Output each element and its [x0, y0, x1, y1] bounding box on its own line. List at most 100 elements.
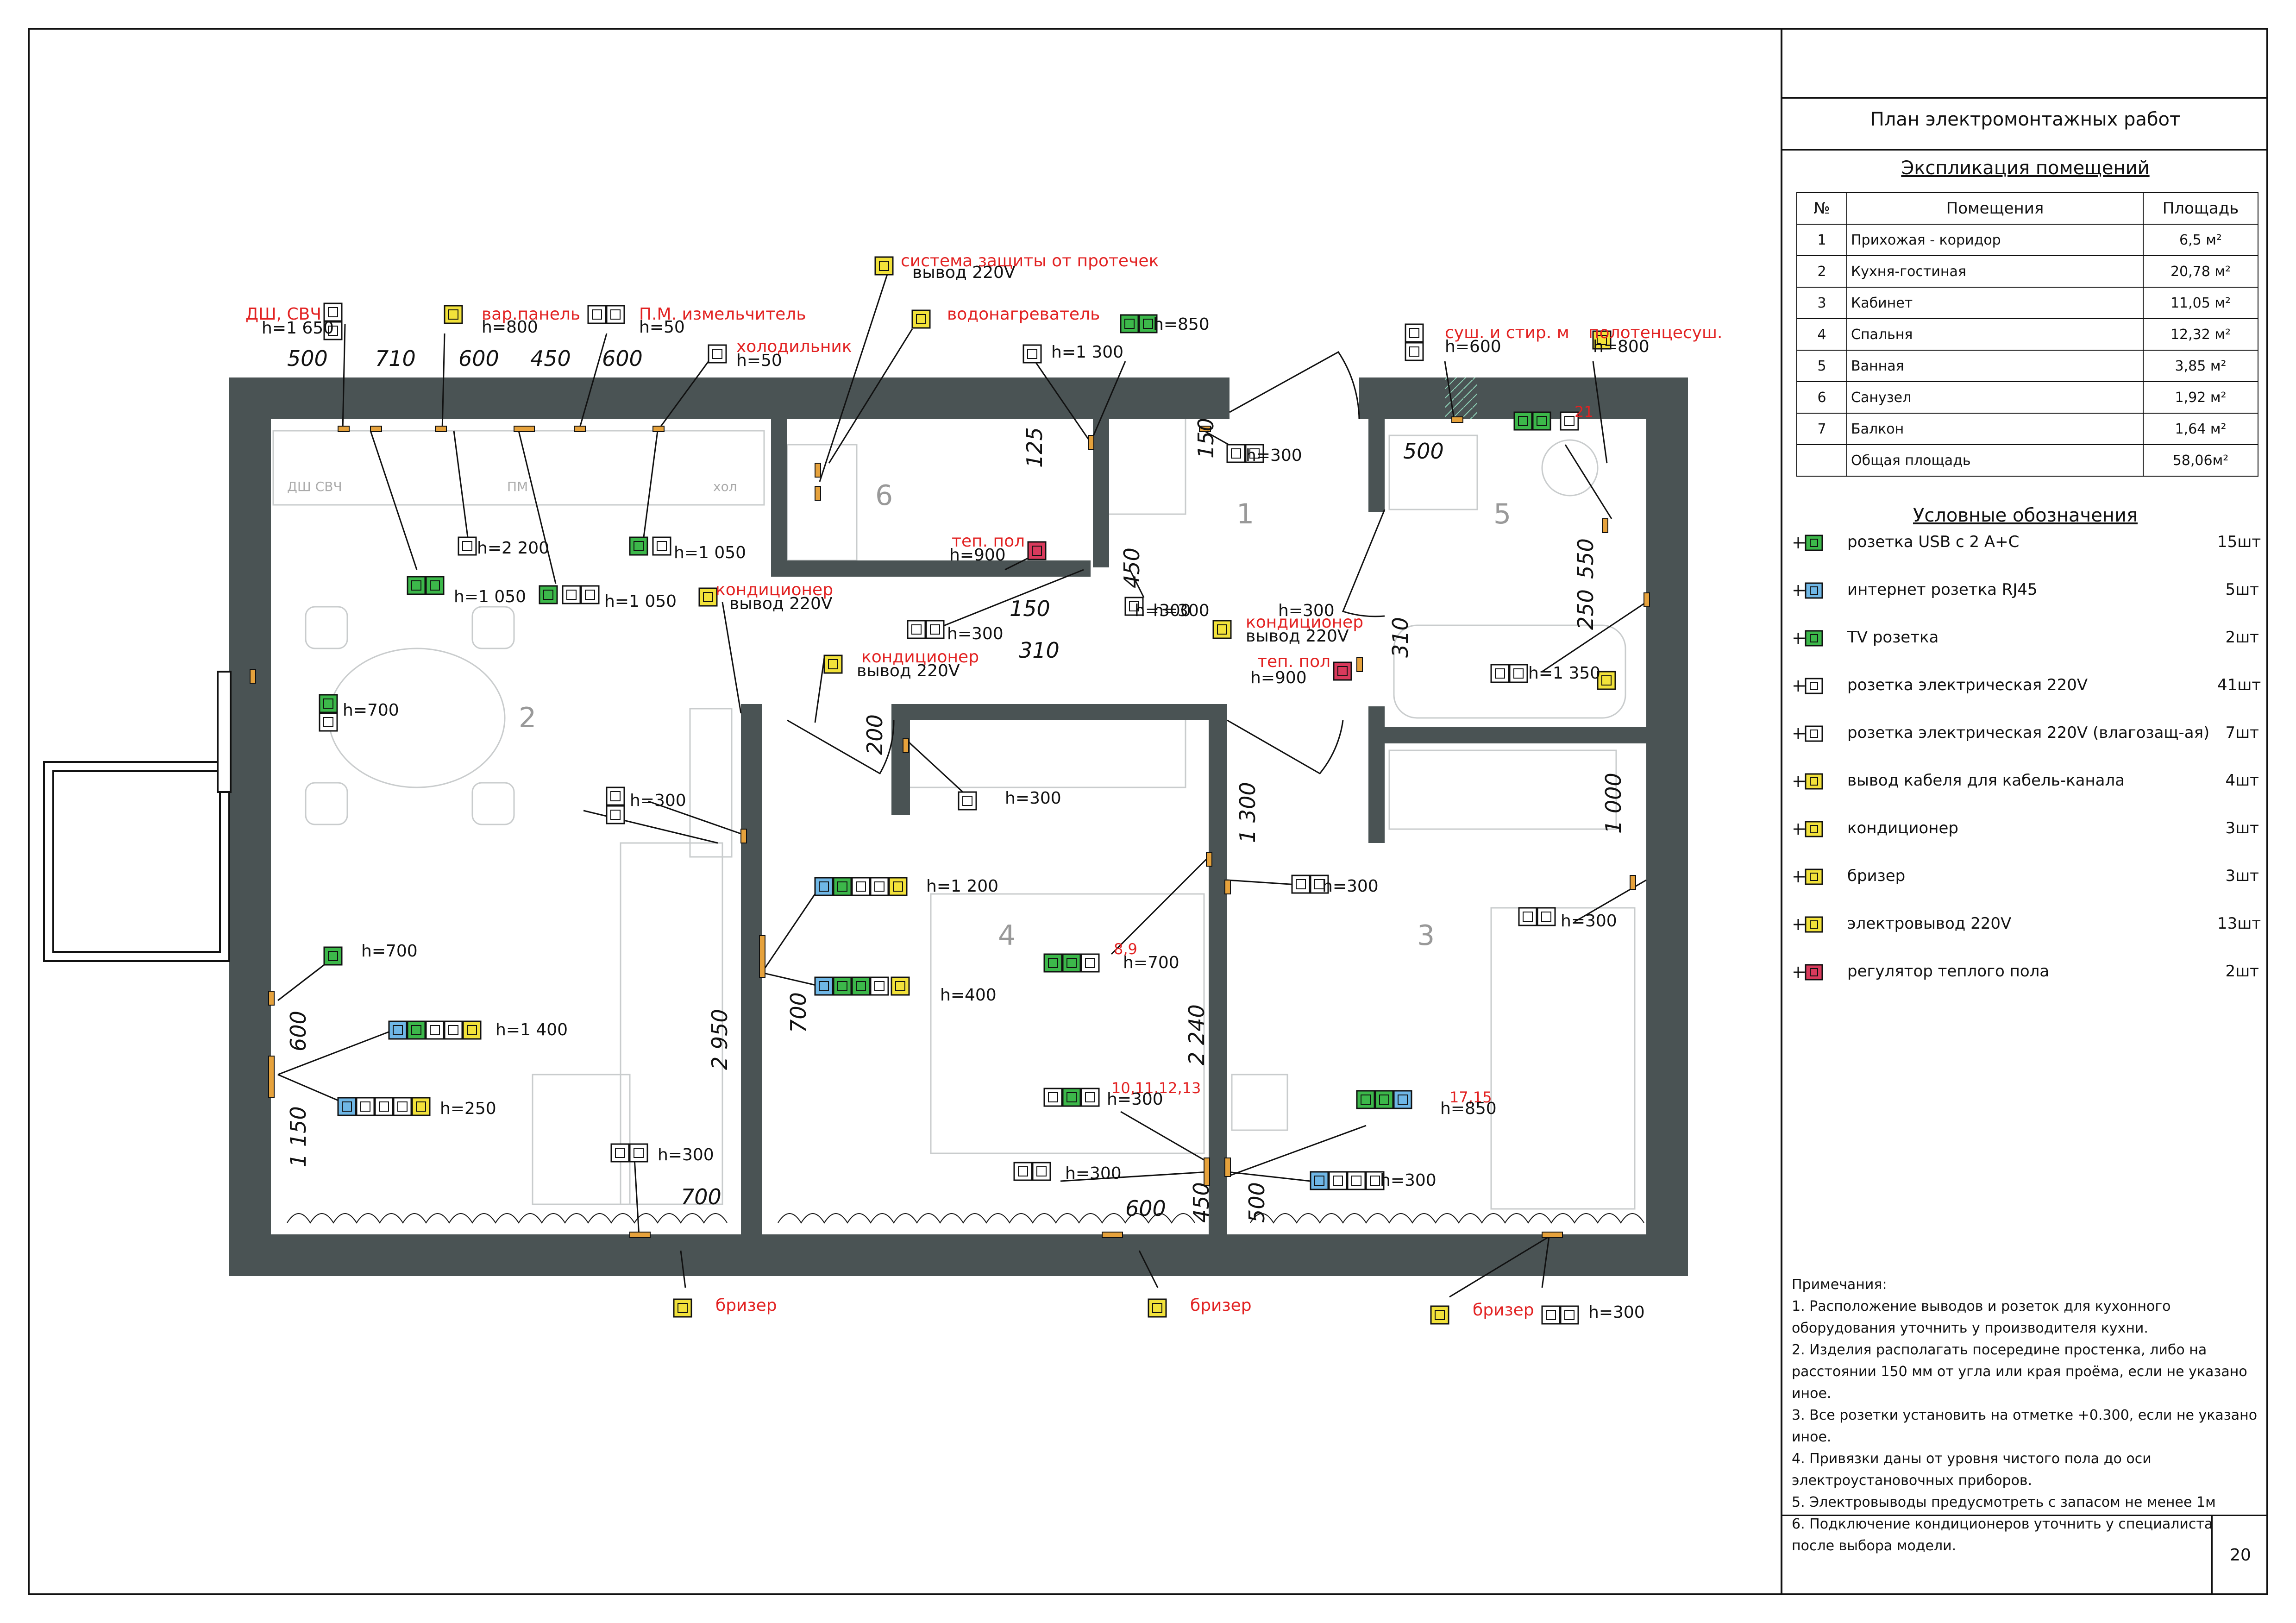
power-outlet-icon	[462, 1020, 482, 1040]
socket-face	[397, 1101, 408, 1112]
svg-text:ДШ СВЧ: ДШ СВЧ	[287, 479, 342, 494]
wall-right	[1646, 377, 1688, 1276]
socket-220v-icon	[444, 1020, 463, 1040]
note-item: 3. Все розетки установить на отметке +0.…	[1792, 1407, 2258, 1445]
walls	[229, 377, 1688, 1276]
height-label: h=250	[440, 1099, 496, 1118]
height-label: h=300	[630, 791, 686, 810]
wall-markers	[250, 416, 1650, 1238]
label-floor-heat-2: теп. пол	[1257, 652, 1330, 671]
socket-220v-icon	[610, 1143, 630, 1163]
wall-bath6-right	[1093, 419, 1109, 567]
rj45-socket-icon	[388, 1020, 408, 1040]
socket-face	[615, 1148, 625, 1158]
label-breather-3: бризер	[1473, 1301, 1534, 1320]
dimension-label: 600	[602, 346, 643, 371]
socket-waterproof-icon	[1792, 720, 1847, 746]
chair	[305, 606, 348, 649]
socket-face	[874, 881, 885, 892]
dimension-label: 1 000	[1601, 773, 1626, 834]
notes: Примечания: 1. Расположение выводов и ро…	[1792, 1274, 2259, 1557]
height-label: h=1 650	[262, 319, 334, 338]
height-label: h=1 050	[604, 592, 677, 611]
socket-face	[1048, 958, 1058, 968]
label-ac-1: кондиционер	[715, 580, 833, 599]
height-label: h=2 200	[477, 539, 549, 558]
breather-icon	[1792, 863, 1847, 889]
dimension-label: 600	[1125, 1196, 1166, 1221]
socket-face	[1027, 349, 1037, 359]
usb-socket-icon	[1120, 314, 1139, 333]
socket-face	[328, 326, 338, 336]
rj45-socket-icon	[814, 877, 834, 896]
note-item: 1. Расположение выводов и розеток для ку…	[1792, 1298, 2171, 1336]
power-outlet-icon	[1597, 671, 1616, 690]
height-label: h=850	[1153, 315, 1210, 334]
dimension-label: 1 300	[1235, 782, 1260, 843]
power-outlet-icon	[1792, 911, 1847, 937]
socket-220v-icon	[1405, 342, 1424, 361]
socket-face	[1066, 1092, 1077, 1102]
power-outlet-icon	[673, 1298, 692, 1318]
socket-face	[1337, 666, 1348, 676]
socket-face	[328, 307, 338, 317]
note-item: 4. Привязки даны от уровня чистого пола …	[1792, 1451, 2152, 1489]
wall-bottom	[229, 1234, 1688, 1276]
socket-face	[1018, 1166, 1028, 1176]
socket-220v-icon	[1792, 672, 1847, 698]
dimension-label: 600	[458, 346, 499, 371]
socket-220v-icon	[870, 976, 889, 996]
socket-220v-icon	[356, 1097, 375, 1116]
power-outlet-icon	[1592, 330, 1612, 350]
socket-220v-icon	[580, 585, 600, 604]
legend-item: розетка электрическая 220V (влагозащ-ая)…	[1792, 719, 2259, 747]
height-label: h=400	[940, 986, 997, 1005]
dimension-label: 2 950	[707, 1009, 732, 1070]
notes-heading: Примечания:	[1792, 1277, 1887, 1293]
socket-220v-icon	[1560, 1305, 1579, 1325]
rj45-socket-icon	[1393, 1090, 1412, 1109]
room-number-5: 5	[1493, 498, 1511, 530]
socket-220v-icon	[1328, 1171, 1348, 1190]
power-outlet-icon	[444, 305, 463, 324]
chair	[471, 606, 515, 649]
height-label: h=850	[1440, 1099, 1497, 1118]
svg-text:17,15: 17,15	[1449, 1088, 1492, 1106]
socket-220v-icon	[1347, 1171, 1366, 1190]
dimension-label: 1 150	[286, 1106, 311, 1167]
socket-220v-icon	[958, 791, 977, 811]
dimension-label: 700	[786, 992, 811, 1033]
height-label: h=300	[1588, 1303, 1645, 1322]
wall-study-stub	[1368, 736, 1385, 843]
height-label: h=300	[1561, 912, 1617, 931]
floor-heating-regulator-icon	[1333, 661, 1352, 681]
socket-face	[462, 541, 472, 551]
air-conditioner-icon	[1792, 815, 1847, 841]
socket-face	[416, 1101, 426, 1112]
rj45-socket-icon	[814, 976, 834, 996]
study-door	[1227, 719, 1344, 774]
label-dw-microwave: ДШ, СВЧ	[245, 305, 321, 324]
socket-face	[837, 981, 847, 991]
dimension-label: 450	[1119, 547, 1144, 588]
room-numbers: 6 1 2 4 3 5	[519, 479, 1511, 952]
socket-face	[379, 1101, 389, 1112]
socket-face	[1435, 1310, 1445, 1320]
power-outlet-icon	[823, 654, 843, 674]
usb-socket-icon	[1792, 529, 1847, 555]
label-water-heater: водонагреватель	[947, 305, 1100, 324]
wall-left	[229, 377, 271, 1276]
socket-face	[1217, 624, 1227, 635]
socket-face	[328, 951, 338, 961]
vent-shaft	[1445, 377, 1477, 419]
drawing-frame	[28, 28, 2268, 1595]
usb-socket-icon	[1062, 1088, 1081, 1107]
height-label: h=700	[343, 701, 399, 720]
socket-220v-icon	[606, 805, 625, 824]
usb-socket-icon	[539, 585, 558, 604]
sink	[1541, 439, 1599, 497]
socket-220v-icon	[851, 877, 871, 896]
socket-face	[1546, 1310, 1556, 1320]
